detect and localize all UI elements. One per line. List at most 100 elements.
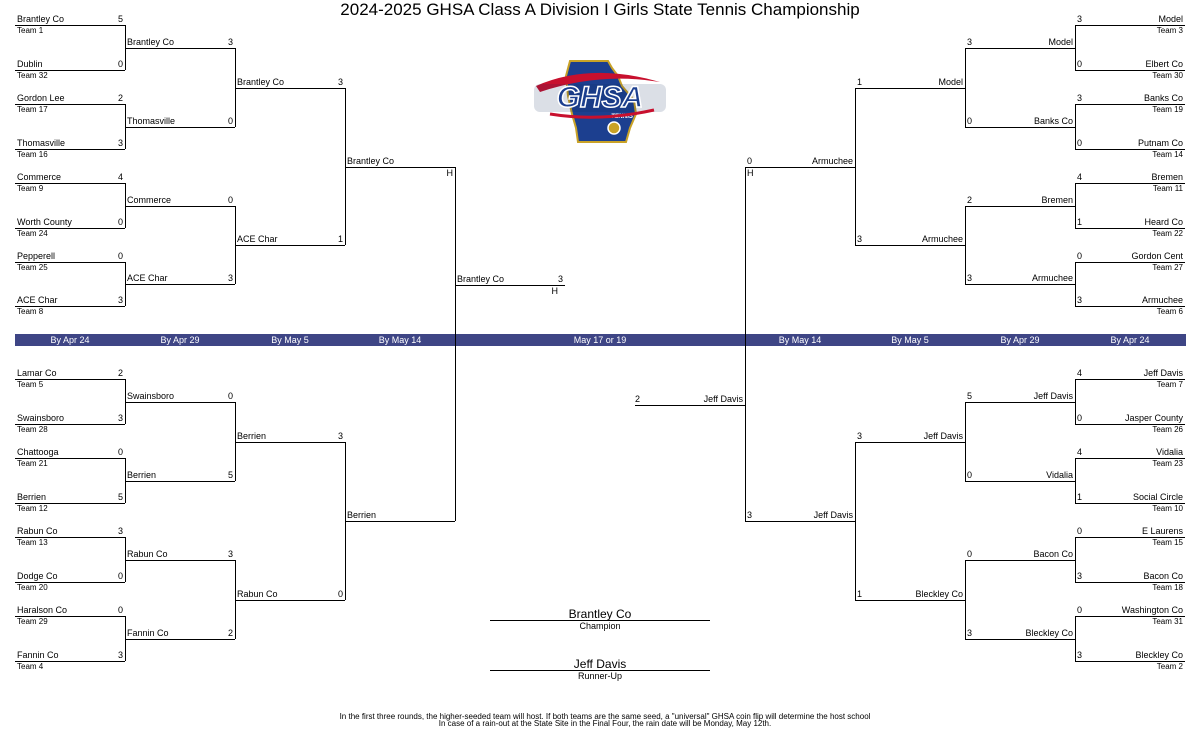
- team-score: 5: [227, 470, 233, 480]
- r4-line: [745, 167, 855, 168]
- team-score: 3: [1077, 571, 1083, 581]
- bracket-connector: [965, 560, 966, 639]
- team-seed: Team 15: [1152, 538, 1183, 547]
- bracket-connector: [855, 88, 856, 245]
- team-score: 3: [857, 431, 863, 441]
- team-score: 0: [117, 59, 123, 69]
- r3-line: [855, 442, 965, 443]
- r1-line: [15, 183, 125, 184]
- r2-line: [965, 560, 1075, 561]
- r1-line: [1075, 503, 1185, 504]
- team-seed: Team 22: [1152, 229, 1183, 238]
- champion-label: Champion: [579, 621, 621, 631]
- r2-line: [965, 206, 1075, 207]
- team-name: Model: [1048, 37, 1073, 47]
- team-name: Chattooga: [17, 447, 59, 457]
- finalist-name: Jeff Davis: [703, 394, 743, 404]
- team-score: 4: [117, 172, 123, 182]
- team-score: 2: [227, 628, 233, 638]
- team-score: 0: [227, 116, 233, 126]
- r2-line: [125, 127, 235, 128]
- r1-line: [1075, 104, 1185, 105]
- team-name: Brantley Co: [347, 156, 395, 166]
- team-seed: Team 14: [1152, 150, 1183, 159]
- page-title: 2024-2025 GHSA Class A Division I Girls …: [340, 0, 860, 19]
- bracket-connector: [1075, 379, 1076, 424]
- team-seed: Team 28: [17, 425, 48, 434]
- team-name: Banks Co: [1143, 93, 1183, 103]
- footnote-host-rule: In the first three rounds, the higher-se…: [339, 712, 871, 721]
- team-score: 3: [227, 273, 233, 283]
- team-seed: Team 27: [1152, 263, 1183, 272]
- team-name: ACE Char: [127, 273, 168, 283]
- team-score: 1: [337, 234, 343, 244]
- r3-line: [235, 245, 345, 246]
- round-date-label: By May 5: [271, 335, 309, 345]
- bracket-connector: [1075, 25, 1076, 70]
- r1-line: [1075, 70, 1185, 71]
- r1-line: [15, 424, 125, 425]
- bracket-connector: [125, 183, 126, 228]
- team-name: Commerce: [17, 172, 62, 182]
- team-name: Model: [938, 77, 963, 87]
- team-name: Berrien: [127, 470, 157, 480]
- team-score: 3: [337, 431, 343, 441]
- team-score: 0: [1077, 605, 1083, 615]
- team-name: Bremen: [1041, 195, 1073, 205]
- ghsa-logo: GHSA TENNIS: [534, 60, 666, 143]
- r3-line: [855, 245, 965, 246]
- team-name: Jeff Davis: [1143, 368, 1183, 378]
- team-name: Bacon Co: [1143, 571, 1183, 581]
- team-score: 0: [117, 251, 123, 261]
- team-name: Berrien: [237, 431, 267, 441]
- bracket-connector: [1075, 537, 1076, 582]
- r4-line: [345, 167, 455, 168]
- team-seed: Team 2: [1156, 662, 1183, 671]
- finalist-name: Brantley Co: [457, 274, 505, 284]
- finalist-score: 2: [635, 394, 641, 404]
- bracket-connector: [1075, 616, 1076, 661]
- r2-line: [965, 127, 1075, 128]
- team-name: Rabun Co: [127, 549, 168, 559]
- round-date-label: By May 14: [778, 335, 822, 345]
- team-name: Swainsboro: [17, 413, 65, 423]
- bracket-connector: [965, 206, 966, 284]
- team-score: 0: [1077, 251, 1083, 261]
- team-name: Fannin Co: [127, 628, 169, 638]
- r1-line: [1075, 616, 1185, 617]
- r1-line: [1075, 25, 1185, 26]
- team-seed: Team 3: [1156, 26, 1183, 35]
- team-seed: Team 21: [17, 459, 48, 468]
- team-score: 3: [1077, 14, 1083, 24]
- team-seed: Team 1: [17, 26, 44, 35]
- team-name: Vidalia: [1156, 447, 1183, 457]
- team-name: Brantley Co: [237, 77, 285, 87]
- team-name: Rabun Co: [17, 526, 58, 536]
- team-name: Berrien: [17, 492, 47, 502]
- r2-line: [965, 402, 1075, 403]
- team-score: 0: [117, 447, 123, 457]
- round-date-label: By May 5: [891, 335, 929, 345]
- team-score: 5: [967, 391, 973, 401]
- team-name: ACE Char: [17, 295, 58, 305]
- team-name: Swainsboro: [127, 391, 175, 401]
- r1-line: [15, 104, 125, 105]
- r1-line: [15, 262, 125, 263]
- team-seed: Team 9: [17, 184, 44, 193]
- r1-line: [1075, 458, 1185, 459]
- team-score: 1: [1077, 492, 1083, 502]
- team-seed: Team 13: [17, 538, 48, 547]
- team-seed: Team 7: [1156, 380, 1183, 389]
- bracket-connector: [125, 537, 126, 582]
- team-score: 3: [967, 37, 973, 47]
- team-name: Bacon Co: [1033, 549, 1073, 559]
- bracket-connector: [965, 402, 966, 481]
- team-name: Armuchee: [1031, 273, 1073, 283]
- team-score: 1: [1077, 217, 1083, 227]
- r2-line: [125, 560, 235, 561]
- team-seed: Team 6: [1156, 307, 1183, 316]
- team-score: 0: [117, 217, 123, 227]
- team-score: 0: [1077, 59, 1083, 69]
- team-score: 1: [857, 77, 863, 87]
- swoosh-icon: [536, 72, 660, 92]
